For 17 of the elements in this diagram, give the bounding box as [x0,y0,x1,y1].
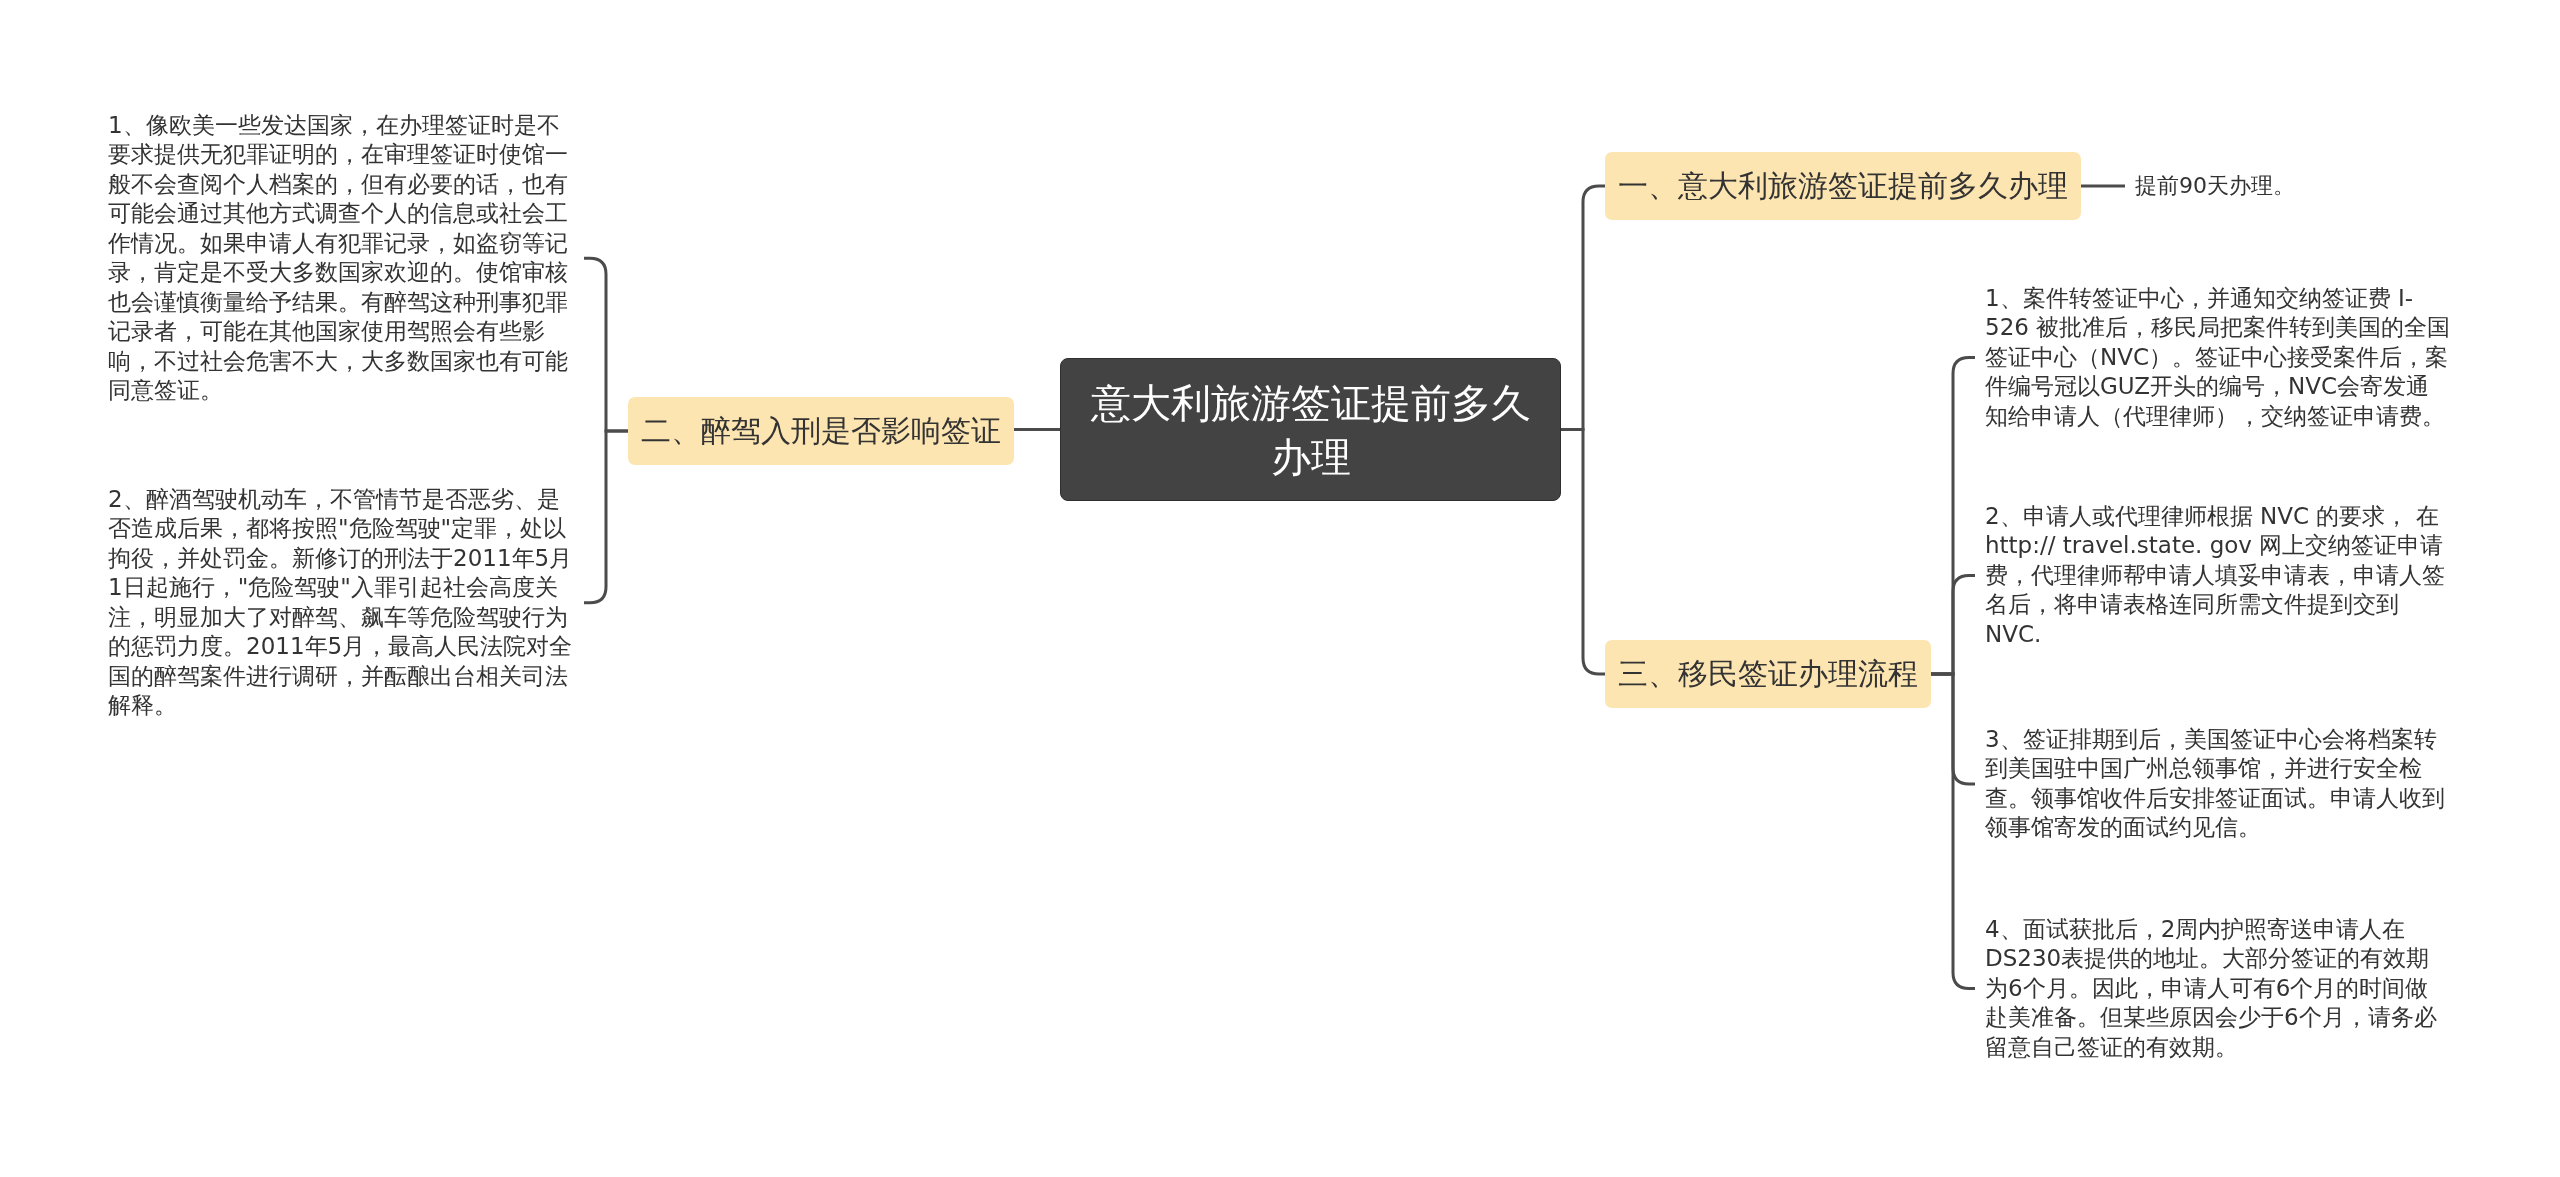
note-text: 2、申请人或代理律师根据 NVC 的要求， 在http:// travel.state. gov 网上交纳签证申请费，代理律师帮申请人填妥申请表，申请人签名后，将申请表格连同所需文件提到交到 NVC. [1985,502,2446,649]
connector-line [2081,184,2125,188]
branch-topic-box [1605,640,1931,708]
central-topic-title: 意大利旅游签证提前多久办理 [1089,378,1532,482]
branch-topic-title: 二、醉驾入刑是否影响签证 [641,413,1001,449]
central-topic-box [1060,358,1561,501]
note-text: 4、面试获批后，2周内护照寄送申请人在 DS230表提供的地址。大部分签证的有效期为6个月。因此，申请人可有6个月的时间做赴美准备。但某些原因会少于6个月，请务必留意自己签证的有效期。 [1985,915,2438,1062]
connector-line [1014,428,1060,431]
branch-topic-title: 一、意大利旅游签证提前多久办理 [1618,168,2068,204]
branch-topic-title: 三、移民签证办理流程 [1618,656,1918,692]
branch-topic-box [1605,152,2081,220]
note-text: 2、醉酒驾驶机动车，不管情节是否恶劣、是否造成后果，都将按照"危险驾驶"定罪，处以拘役，并处罚金。新修订的刑法于2011年5月1日起施行，"危险驾驶"入罪引起社会高度关注，明显加大了对醉驾、飙车等危险驾驶行为的惩罚力度。2011年5月，最高人民法院对全国的醉驾案件进行调研，并酝酿出台相关司法解释。 [108,485,574,721]
note-text: 1、像欧美一些发达国家，在办理签证时是不要求提供无犯罪证明的，在审理签证时使馆一般不会查阅个人档案的，但有必要的话，也有可能会通过其他方式调查个人的信息或社会工作情况。如果申请人有犯罪记录，如盗窃等记录，肯定是不受大多数国家欢迎的。使馆审核也会谨慎衡量给予结果。有醉驾这种刑事犯罪记录者，可能在其他国家使用驾照会有些影响，不过社会危害不大，大多数国家也有可能同意签证。 [108,111,569,405]
note-text: 1、案件转签证中心，并通知交纳签证费 I-526 被批准后，移民局把案件转到美国的全国签证中心（NVC）。签证中心接受案件后，案件编号冠以GUZ开头的编号，NVC会寄发通知给申请人（代理律师），交纳签证申请费。 [1985,284,2451,431]
branch-topic-box [628,397,1014,465]
note-text: 3、签证排期到后，美国签证中心会将档案转到美国驻中国广州总领事馆，并进行安全检查。领事馆收件后安排签证面试。申请人收到领事馆寄发的面试约见信。 [1985,725,2446,843]
note-text: 提前90天办理。 [2135,172,2295,200]
